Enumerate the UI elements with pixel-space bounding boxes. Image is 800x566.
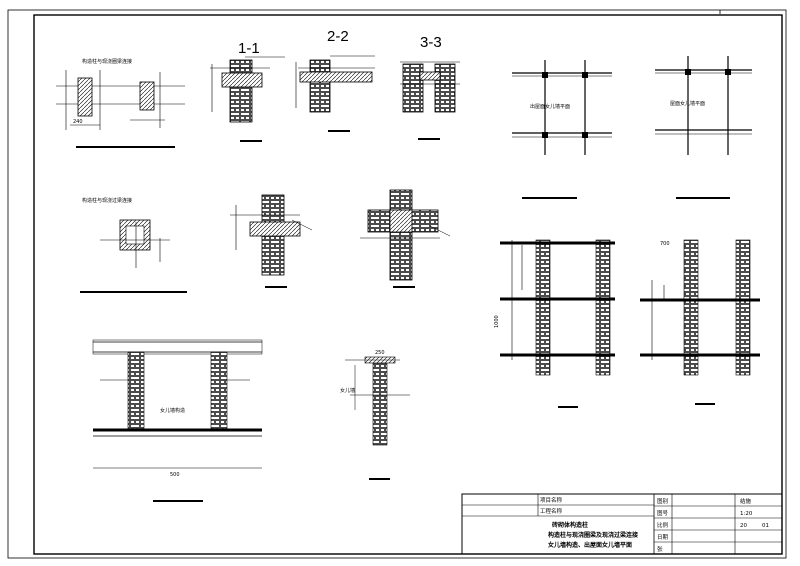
dim-250: 250 — [375, 350, 385, 356]
detail-section-2-2: 2-2 — [295, 28, 375, 132]
dim-240: 240 — [73, 119, 83, 125]
section-label-2-2: 2-2 — [327, 28, 349, 45]
dim-500: 500 — [170, 472, 180, 478]
tb-r5: 张 — [657, 545, 663, 553]
tb-project-label: 项目名称 — [540, 496, 563, 504]
tb-r3: 比例 — [657, 521, 669, 529]
tb-v2: 1:20 — [740, 511, 753, 517]
section-label-3-3: 3-3 — [420, 34, 442, 51]
detail-col-intersection — [360, 189, 451, 288]
title-block: 项目名称 工程名称 砖砌体构造柱 构造柱与现浇圈梁及现浇过梁连接 女儿墙构造、出… — [461, 493, 783, 555]
tb-v4: 01 — [762, 523, 769, 529]
inner-border — [33, 14, 783, 555]
outer-border — [7, 9, 787, 559]
tb-r4: 日期 — [657, 534, 669, 541]
caption-col-ring-beam: 构造柱与现浇圈梁连接 — [82, 58, 132, 65]
tb-r2: 图号 — [657, 509, 669, 517]
tb-r1: 图别 — [657, 497, 668, 505]
detail-section-3-3: 3-3 — [400, 34, 460, 140]
detail-parapet-section: 女儿墙 250 — [340, 350, 410, 480]
tb-drawing-title-2: 构造柱与现浇圈梁及现浇过梁连接 — [548, 531, 638, 539]
detail-roof-parapet-plan: 出屋面女儿墙平面 — [512, 60, 612, 199]
detail-col-lintel: 构造柱与现浇过梁连接 — [80, 197, 187, 293]
detail-col-ring-beam: 构造柱与现浇圈梁连接 240 — [56, 58, 185, 148]
tb-v3: 20 — [740, 523, 747, 529]
caption-roof-parapet: 出屋面女儿墙平面 — [530, 103, 570, 110]
detail-parapet-elevation: 女儿墙构造 500 — [92, 339, 263, 502]
caption-parapet-sec: 女儿墙 — [340, 387, 355, 394]
caption-parapet-elev: 女儿墙构造 — [160, 407, 185, 414]
detail-col-elevation — [230, 194, 313, 288]
caption-roof-parapet-2: 屋面女儿墙平面 — [670, 100, 705, 107]
tb-drawing-title-3: 女儿墙构造、出屋面女儿墙平面 — [548, 541, 632, 549]
tb-drawing-title-1: 砖砌体构造柱 — [552, 521, 588, 529]
tb-engineering-label: 工程名称 — [540, 507, 563, 515]
detail-section-1-1: 1-1 — [210, 40, 285, 142]
tb-v1: 结施 — [740, 497, 752, 505]
detail-roof-parapet-plan-2: 屋面女儿墙平面 — [655, 56, 752, 199]
dim-700: 700 — [660, 241, 670, 247]
dim-1000: 1000 — [494, 315, 500, 328]
detail-wall-section-1: 1000 — [494, 239, 615, 408]
section-label-1-1: 1-1 — [238, 40, 260, 57]
detail-wall-section-2: 700 — [640, 239, 760, 405]
caption-col-lintel: 构造柱与现浇过梁连接 — [82, 197, 132, 204]
